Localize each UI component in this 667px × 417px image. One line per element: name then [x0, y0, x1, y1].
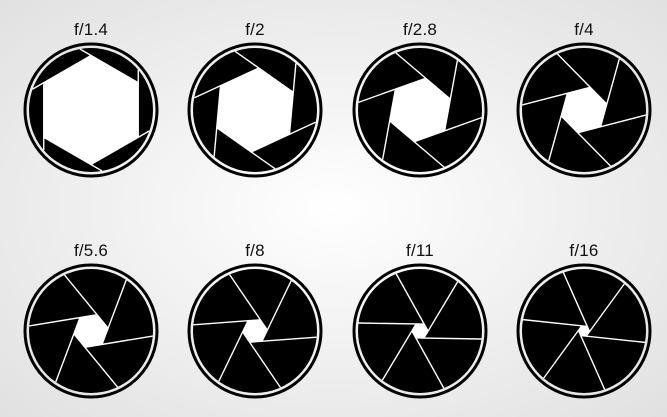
camera-aperture-icon	[514, 261, 654, 401]
f-stop-label: f/4	[514, 20, 654, 40]
f-stop-label: f/8	[185, 241, 325, 261]
camera-aperture-icon	[350, 261, 490, 401]
camera-aperture-icon	[21, 40, 161, 180]
aperture-cell-f2-8: f/2.8	[350, 20, 490, 180]
camera-aperture-icon	[185, 40, 325, 180]
f-stop-label: f/5.6	[21, 241, 161, 261]
f-stop-label: f/11	[350, 241, 490, 261]
aperture-cell-f11: f/11	[350, 241, 490, 401]
aperture-cell-f8: f/8	[185, 241, 325, 401]
aperture-cell-f4: f/4	[514, 20, 654, 180]
camera-aperture-icon	[350, 40, 490, 180]
f-stop-label: f/16	[514, 241, 654, 261]
camera-aperture-icon	[21, 261, 161, 401]
f-stop-label: f/2.8	[350, 20, 490, 40]
f-stop-label: f/2	[185, 20, 325, 40]
f-stop-label: f/1.4	[21, 20, 161, 40]
camera-aperture-icon	[185, 261, 325, 401]
aperture-cell-f5-6: f/5.6	[21, 241, 161, 401]
aperture-cell-f1-4: f/1.4	[21, 20, 161, 180]
aperture-cell-f16: f/16	[514, 241, 654, 401]
camera-aperture-icon	[514, 40, 654, 180]
aperture-cell-f2: f/2	[185, 20, 325, 180]
